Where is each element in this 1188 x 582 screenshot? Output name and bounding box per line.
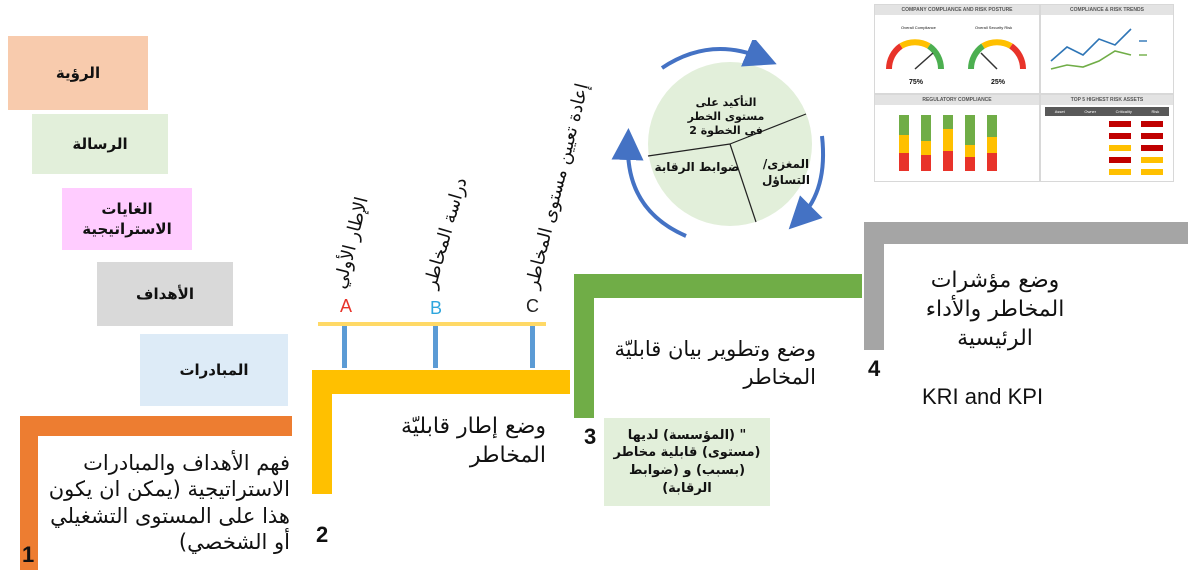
assets-header-risk: Risk xyxy=(1151,109,1160,114)
marker-b-label: دراسة المخاطر xyxy=(419,175,472,291)
cycle-diagram xyxy=(611,40,826,238)
step2-number: 2 xyxy=(316,522,329,547)
step1-bar-horizontal xyxy=(20,416,292,436)
panel-regulatory-title: REGULATORY COMPLIANCE xyxy=(875,95,1039,105)
framework-line xyxy=(318,322,546,326)
assets-header-asset: Asset xyxy=(1054,109,1065,114)
marker-b-letter: B xyxy=(430,298,443,318)
marker-a-letter: A xyxy=(340,296,353,316)
assets-table-header: Asset Owner Criticality Risk xyxy=(1045,107,1169,116)
objectives-label: الأهداف xyxy=(136,284,194,303)
marker-a-label: الإطار الأولي xyxy=(329,194,373,291)
gauge1-value: 75% xyxy=(909,79,924,86)
dashboard-panel-posture: COMPANY COMPLIANCE AND RISK POSTURE Over… xyxy=(874,4,1040,94)
gauge1-label: Overall Compliance xyxy=(901,25,936,30)
cycle-divider-1 xyxy=(647,143,731,157)
step4-text: وضع مؤشرات المخاطر والأداء الرئيسية xyxy=(925,268,1065,352)
marker-b-stem xyxy=(433,326,438,368)
step4-bar-vertical xyxy=(864,222,884,350)
mission-box: الرسالة xyxy=(32,114,168,174)
panel-assets-title: TOP 5 HIGHEST RISK ASSETS xyxy=(1041,95,1173,105)
cycle-right-text: المغزى/ التساؤل xyxy=(761,156,811,187)
vision-label: الرؤية xyxy=(55,63,101,82)
assets-header-criticality: Criticality xyxy=(1115,109,1132,114)
step1-text: فهم الأهداف والمبادرات الاستراتيجية (يمك… xyxy=(48,451,290,554)
marker-a-stem xyxy=(342,326,347,368)
step3-note-box: " (المؤسسة) لديها (مستوى) قابلية مخاطر (… xyxy=(604,418,770,506)
goals-label: الغايات الاستراتيجية xyxy=(82,199,172,238)
step1-bar-vertical xyxy=(20,416,38,570)
cycle-arrow-left xyxy=(611,128,687,238)
panel-posture-title: COMPANY COMPLIANCE AND RISK POSTURE xyxy=(875,5,1039,15)
step3-bar-vertical xyxy=(574,274,594,418)
cycle-left-text: ضوابط الرقابة xyxy=(654,159,740,174)
marker-c-letter: C xyxy=(526,296,539,316)
mission-label: الرسالة xyxy=(72,134,128,153)
marker-c-label: إعادة تعيين مستوى المخاطر xyxy=(521,81,594,291)
step2-bar-vertical xyxy=(312,370,332,494)
step3-number: 3 xyxy=(584,424,597,449)
initiatives-box: المبادرات xyxy=(140,334,288,406)
step1-number: 1 xyxy=(22,542,35,567)
cycle-divider-2 xyxy=(729,113,807,145)
regulatory-bars xyxy=(899,115,997,171)
panel-trends-title: COMPLIANCE & RISK TRENDS xyxy=(1041,5,1173,15)
gauge2-value: 25% xyxy=(991,79,1006,86)
dashboard-panel-regulatory: REGULATORY COMPLIANCE xyxy=(874,94,1040,182)
dashboard-panel-assets: TOP 5 HIGHEST RISK ASSETS Asset Owner Cr… xyxy=(1040,94,1174,182)
step3-text: وضع وتطوير بيان قابليّة المخاطر xyxy=(614,337,817,389)
initiatives-label: المبادرات xyxy=(179,360,249,379)
goals-box: الغايات الاستراتيجية xyxy=(62,188,192,250)
cycle-arrow-right xyxy=(788,135,826,230)
gauge2-label: Overall Security Risk xyxy=(975,25,1013,30)
vision-box: الرؤية xyxy=(8,36,148,110)
step3-note-text: " (المؤسسة) لديها (مستوى) قابلية مخاطر (… xyxy=(613,427,761,496)
cycle-top-text: التأكيد على مستوى الخطر في الخطوة 2 xyxy=(687,95,765,138)
trend-lines xyxy=(1050,28,1147,70)
assets-header-owner: Owner xyxy=(1084,109,1097,114)
step4-bar-horizontal xyxy=(864,222,1188,244)
cycle-divider-3 xyxy=(729,143,757,223)
step4-text-en: KRI and KPI xyxy=(922,384,1044,409)
gauges xyxy=(885,39,1027,70)
step4-number: 4 xyxy=(868,356,881,381)
risk-dashboard: COMPANY COMPLIANCE AND RISK POSTURE Over… xyxy=(874,4,1174,182)
marker-c-stem xyxy=(530,326,535,368)
dashboard-panel-trends: COMPLIANCE & RISK TRENDS xyxy=(1040,4,1174,94)
step2-bar-horizontal xyxy=(312,370,570,394)
objectives-box: الأهداف xyxy=(97,262,233,326)
step2-text: وضع إطار قابليّة المخاطر xyxy=(400,414,546,469)
cycle-arrow-top xyxy=(660,40,777,70)
assets-table-rows xyxy=(1109,121,1163,175)
step3-bar-horizontal xyxy=(574,274,862,298)
